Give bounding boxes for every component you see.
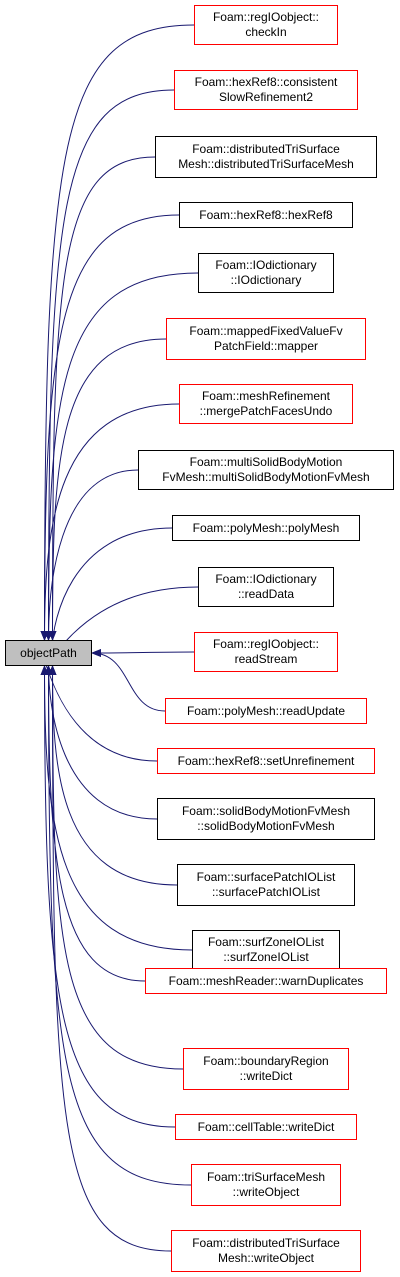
call-edge [48, 665, 178, 886]
caller-node[interactable]: Foam::solidBodyMotionFvMesh::solidBodyMo… [157, 798, 375, 840]
caller-node-label-line: SlowRefinement2 [218, 90, 314, 104]
caller-node-label-line: readStream [234, 652, 298, 666]
caller-node-label-line: Foam::surfacePatchIOList [196, 870, 336, 884]
caller-node[interactable]: Foam::surfacePatchIOList::surfacePatchIO… [177, 864, 355, 906]
caller-node-label-line: Foam::hexRef8::hexRef8 [199, 207, 333, 222]
call-edge [40, 24, 195, 641]
caller-node-label-line: Foam::polyMesh::polyMesh [192, 520, 340, 535]
caller-node-label-line: Foam::surfZoneIOList [207, 935, 325, 949]
caller-node-label-line: Foam::regIOobject:: [212, 637, 320, 651]
caller-node-label-line: Foam::solidBodyMotionFvMesh [181, 804, 351, 818]
caller-node-label-line: ::surfacePatchIOList [211, 885, 321, 899]
caller-node[interactable]: Foam::polyMesh::readUpdate [165, 698, 367, 724]
caller-node-label-line: Foam::distributedTriSurface [192, 1236, 340, 1250]
call-edge [44, 665, 192, 1186]
caller-node-label-line: ::writeDict [239, 1069, 293, 1083]
caller-node-label-line: Foam::meshRefinement [201, 389, 331, 403]
caller-node[interactable]: Foam::hexRef8::setUnrefinement [157, 748, 375, 774]
caller-node[interactable]: Foam::triSurfaceMesh::writeObject [191, 1164, 341, 1206]
call-edge [48, 156, 156, 641]
caller-node[interactable]: Foam::polyMesh::polyMesh [172, 515, 360, 541]
call-edge [44, 665, 158, 820]
caller-node-label-line: Mesh::distributedTriSurfaceMesh [178, 157, 354, 171]
caller-node-label-line: Foam::polyMesh::readUpdate [186, 703, 346, 718]
caller-node-label-line: Foam::regIOobject:: [212, 10, 320, 24]
root-node-objectPath: objectPath [5, 640, 92, 666]
caller-node-label-line: Foam::cellTable::writeDict [197, 1119, 335, 1134]
call-edge [48, 665, 184, 1070]
caller-node-label-line: ::mergePatchFacesUndo [199, 404, 333, 418]
call-edge [91, 649, 166, 712]
call-edge [44, 469, 139, 641]
caller-node[interactable]: Foam::boundaryRegion::writeDict [183, 1048, 349, 1090]
caller-node-label-line: Foam::hexRef8::setUnrefinement [177, 753, 355, 768]
caller-node-label-line: ::writeObject [232, 1185, 300, 1199]
call-edge [44, 89, 175, 641]
caller-node-label-line: ::solidBodyMotionFvMesh [197, 819, 335, 833]
caller-node-label-line: Foam::boundaryRegion [203, 1054, 329, 1068]
call-edge [40, 214, 180, 641]
caller-node-label-line: ::readData [237, 587, 295, 601]
call-edge [48, 338, 167, 641]
call-edge [40, 403, 180, 641]
caller-node[interactable]: Foam::regIOobject::readStream [194, 632, 338, 672]
caller-node-label-line: ::IOdictionary [230, 273, 302, 287]
call-edge [40, 665, 193, 951]
caller-node-label-line: Foam::IOdictionary [215, 258, 317, 272]
caller-node[interactable]: Foam::surfZoneIOList::surfZoneIOList [192, 930, 340, 970]
caller-node-label-line: Foam::hexRef8::consistent [194, 75, 338, 89]
caller-node[interactable]: Foam::IOdictionary::IOdictionary [198, 253, 334, 293]
caller-node-label-line: Foam::multiSolidBodyMotion [189, 455, 343, 469]
caller-node-label-line: Foam::distributedTriSurface [192, 142, 340, 156]
caller-node[interactable]: Foam::regIOobject::checkIn [194, 5, 338, 45]
caller-node-label-line: FvMesh::multiSolidBodyMotionFvMesh [162, 470, 370, 484]
caller-node[interactable]: Foam::IOdictionary::readData [198, 567, 334, 607]
caller-node[interactable]: Foam::hexRef8::hexRef8 [179, 202, 353, 228]
caller-node[interactable]: Foam::meshReader::warnDuplicates [145, 968, 387, 994]
root-node-label: objectPath [20, 645, 77, 660]
caller-node[interactable]: Foam::cellTable::writeDict [175, 1114, 357, 1140]
caller-node-label-line: PatchField::mapper [213, 339, 319, 353]
caller-node-label-line: Foam::meshReader::warnDuplicates [168, 973, 364, 988]
call-edge [48, 665, 172, 1252]
caller-node-label-line: Foam::triSurfaceMesh [206, 1170, 326, 1184]
call-edge [91, 648, 195, 657]
call-edge [40, 665, 176, 1128]
caller-node-label-line: ::surfZoneIOList [223, 950, 309, 964]
caller-node-label-line: checkIn [245, 25, 287, 39]
caller-node-label-line: Foam::IOdictionary [215, 572, 317, 586]
caller-node-label-line: Mesh::writeObject [217, 1251, 315, 1265]
caller-node[interactable]: Foam::meshRefinement::mergePatchFacesUnd… [179, 384, 353, 424]
caller-node-label-line: Foam::mappedFixedValueFv [189, 324, 343, 338]
call-edge [48, 527, 173, 650]
